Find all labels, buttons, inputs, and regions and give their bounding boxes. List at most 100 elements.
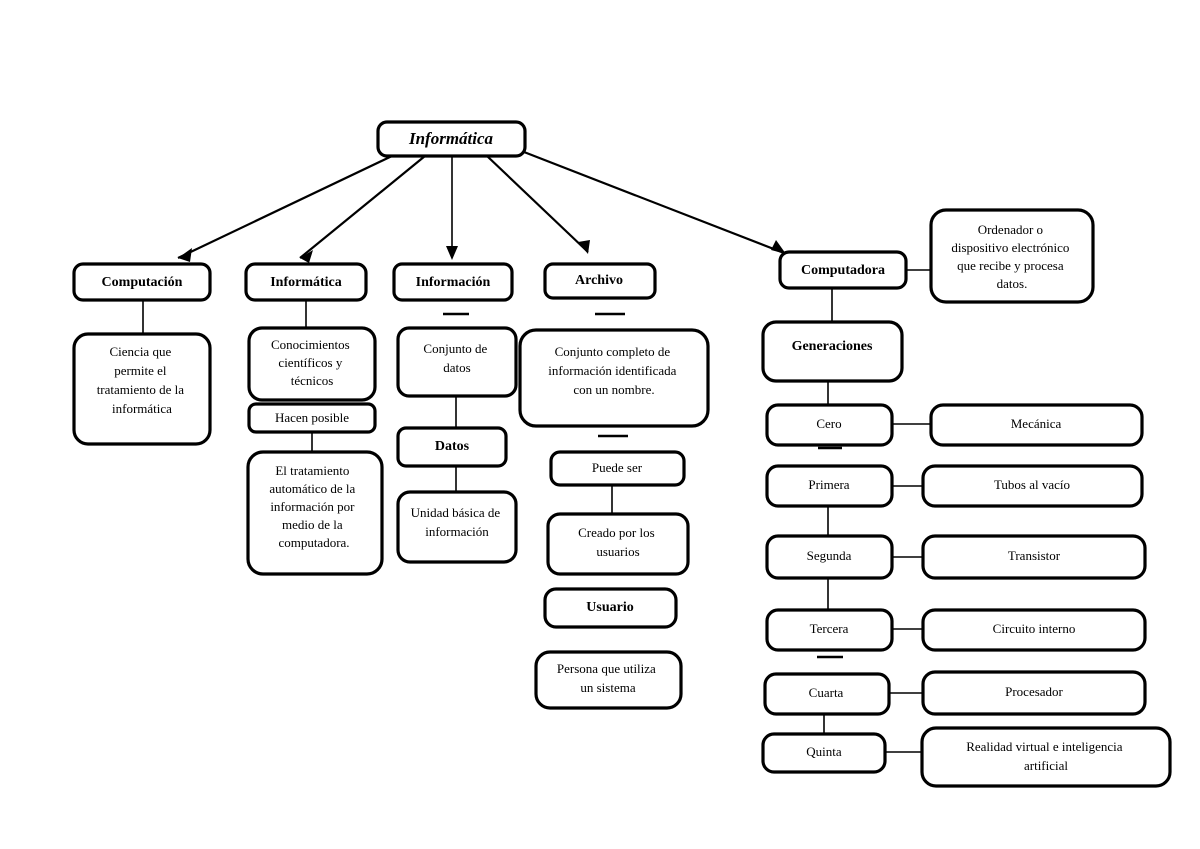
node-computacion-desc-box[interactable] [72,332,212,446]
tree-edges [142,269,932,753]
node-computadora[interactable]: Computadora [778,250,908,290]
node-hacen-posible[interactable]: Hacen posible [247,402,377,434]
node-gen-primera-desc-box[interactable] [921,464,1144,508]
node-hacen-posible-desc[interactable]: El tratamiento automático de la informac… [246,450,384,576]
node-generaciones-box[interactable] [761,320,904,383]
node-usuario-desc[interactable]: Persona que utiliza un sistema [534,650,683,710]
node-datos-desc-label: Unidad básica de información [411,505,504,539]
node-archivo-box[interactable] [543,262,657,300]
node-datos[interactable]: Datos [396,426,508,468]
node-generaciones[interactable]: Generaciones [761,320,904,383]
node-gen-segunda-box[interactable] [765,534,894,580]
node-gen-segunda-desc-box[interactable] [921,534,1147,580]
node-gen-segunda-desc-label: Transistor [1008,548,1061,563]
node-gen-tercera-desc-label: Circuito interno [993,621,1076,636]
node-generaciones-label: Generaciones [792,339,873,354]
node-informatica-desc[interactable]: Conocimientos científicos y técnicos [247,326,377,402]
node-gen-segunda[interactable]: Segunda [765,534,894,580]
node-informacion-desc-label: Conjunto de datos [423,341,490,375]
node-usuario-label: Usuario [586,600,633,615]
edge-root-informatica [299,155,426,259]
node-gen-quinta[interactable]: Quinta [761,732,887,774]
node-gen-segunda-label: Segunda [807,548,852,563]
edge-root-archivo [486,155,589,253]
node-gen-quinta-desc-box[interactable] [920,726,1172,788]
node-datos-desc-box[interactable] [396,490,518,564]
node-root[interactable]: Informática [376,120,527,158]
node-informacion-desc-box[interactable] [396,326,518,398]
node-computacion[interactable]: Computación [72,262,212,302]
node-computacion-desc[interactable]: Ciencia que permite el tratamiento de la… [72,332,212,446]
node-archivo-desc-label: Conjunto completo de información identif… [548,344,679,397]
edge-root-computadora [523,150,785,255]
node-gen-tercera-desc-box[interactable] [921,608,1147,652]
node-informatica-label: Informática [270,275,342,290]
arrowhead-computadora [771,240,786,254]
node-gen-cuarta-label: Cuarta [809,685,844,700]
node-gen-cero-desc[interactable]: Mecánica [929,403,1144,447]
node-computadora-box[interactable] [778,250,908,290]
node-informatica-box[interactable] [244,262,368,302]
node-gen-quinta-label: Quinta [806,744,842,759]
node-datos-desc[interactable]: Unidad básica de información [396,490,518,564]
node-gen-primera[interactable]: Primera [765,464,894,508]
node-gen-quinta-desc-label: Realidad virtual e inteligencia artifici… [966,739,1126,773]
node-usuario[interactable]: Usuario [543,587,678,629]
node-gen-cuarta-desc-box[interactable] [921,670,1147,716]
node-usuario-desc-box[interactable] [534,650,683,710]
node-archivo-desc[interactable]: Conjunto completo de información identif… [518,328,710,428]
node-hacen-posible-box[interactable] [247,402,377,434]
node-gen-cero[interactable]: Cero [765,403,894,447]
node-creado-usuarios[interactable]: Creado por los usuarios [546,512,690,576]
node-informacion[interactable]: Información [392,262,514,302]
root-edges [177,150,786,263]
node-root-box[interactable] [376,120,527,158]
node-root-label: Informática [408,129,494,148]
node-computacion-box[interactable] [72,262,212,302]
node-archivo-desc-box[interactable] [518,328,710,428]
node-informatica-desc-box[interactable] [247,326,377,402]
node-gen-primera-label: Primera [808,477,849,492]
node-puede-ser-box[interactable] [549,450,686,487]
node-gen-tercera-box[interactable] [765,608,894,652]
node-gen-primera-desc[interactable]: Tubos al vacío [921,464,1144,508]
node-informatica[interactable]: Informática [244,262,368,302]
node-gen-quinta-desc[interactable]: Realidad virtual e inteligencia artifici… [920,726,1172,788]
node-informacion-label: Información [416,275,491,290]
node-creado-usuarios-box[interactable] [546,512,690,576]
node-puede-ser-label: Puede ser [592,460,643,475]
node-datos-label: Datos [435,439,470,454]
node-gen-cuarta-box[interactable] [763,672,891,716]
node-computadora-desc-box[interactable] [929,208,1095,304]
arrowhead-informacion [446,246,458,260]
node-informacion-desc[interactable]: Conjunto de datos [396,326,518,398]
node-gen-tercera-desc[interactable]: Circuito interno [921,608,1147,652]
node-gen-cuarta-desc[interactable]: Procesador [921,670,1147,716]
node-gen-cero-desc-box[interactable] [929,403,1144,447]
node-datos-box[interactable] [396,426,508,468]
edge-root-computacion [177,155,393,259]
node-hacen-posible-desc-box[interactable] [246,450,384,576]
node-gen-quinta-box[interactable] [761,732,887,774]
node-usuario-box[interactable] [543,587,678,629]
node-gen-primera-box[interactable] [765,464,894,508]
node-gen-cero-box[interactable] [765,403,894,447]
node-gen-cuarta[interactable]: Cuarta [763,672,891,716]
node-puede-ser[interactable]: Puede ser [549,450,686,487]
node-computacion-label: Computación [102,275,183,290]
node-informatica-desc-label: Conocimientos científicos y técnicos [271,337,353,388]
arrowhead-computacion [178,248,192,262]
node-hacen-posible-desc-label: El tratamiento automático de la informac… [269,463,358,550]
arrowhead-informatica [300,250,313,263]
node-gen-cuarta-desc-label: Procesador [1005,684,1063,699]
node-computadora-label: Computadora [801,263,885,278]
node-gen-tercera[interactable]: Tercera [765,608,894,652]
node-informacion-box[interactable] [392,262,514,302]
node-gen-cero-label: Cero [816,416,841,431]
node-computadora-desc[interactable]: Ordenador o dispositivo electrónico que … [929,208,1095,304]
node-gen-segunda-desc[interactable]: Transistor [921,534,1147,580]
node-gen-cero-desc-label: Mecánica [1011,416,1062,431]
node-archivo[interactable]: Archivo [543,262,657,300]
node-computadora-desc-label: Ordenador o dispositivo electrónico que … [951,222,1072,291]
